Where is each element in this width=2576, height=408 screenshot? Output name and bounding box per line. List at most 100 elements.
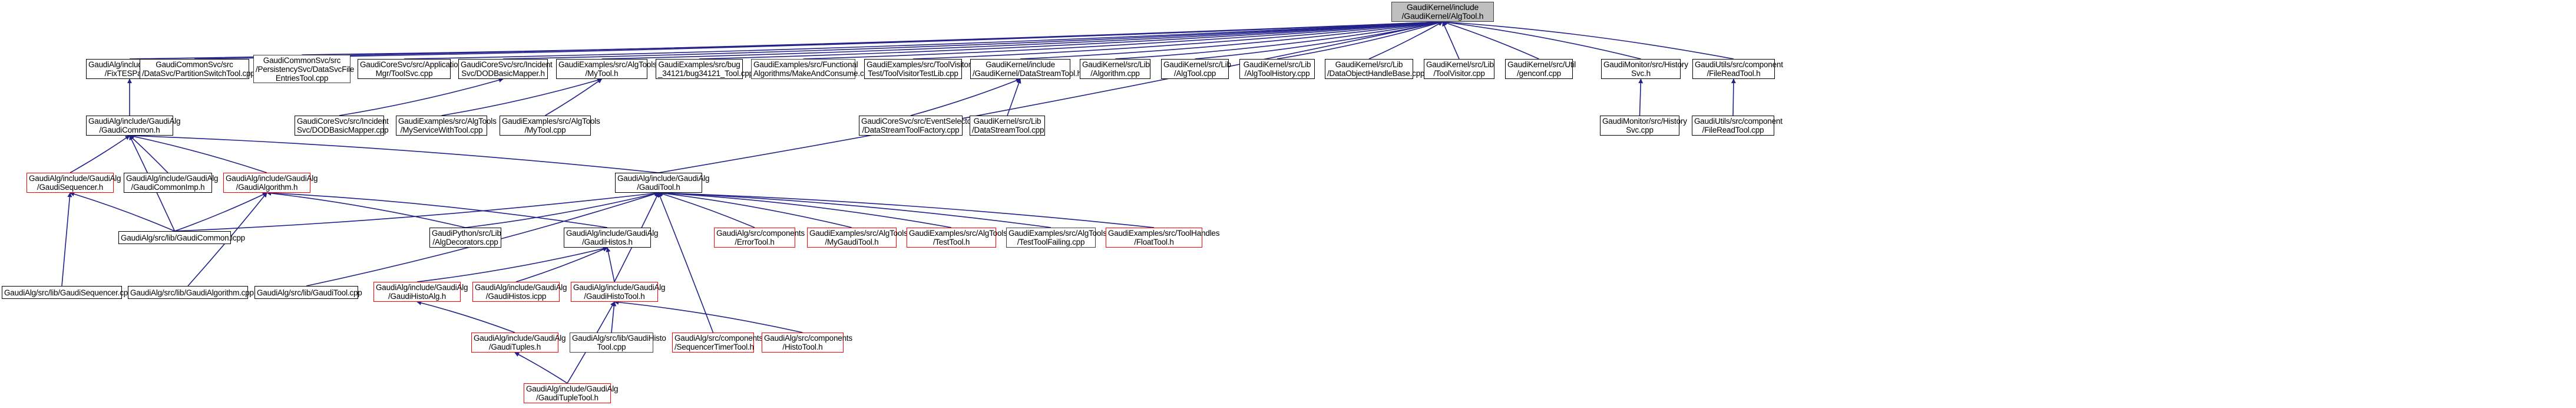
graph-node[interactable]: GaudiAlg/include/GaudiAlg /GaudiTool.h	[615, 173, 710, 193]
graph-edge	[61, 192, 72, 287]
graph-edge	[803, 19, 1443, 60]
graph-node[interactable]: GaudiKernel/src/Util /genconf.cpp	[1505, 59, 1576, 79]
graph-node[interactable]: GaudiKernel/src/Lib /Algorithm.cpp	[1080, 59, 1150, 79]
graph-node-label: GaudiAlg/src/components /SequencerTimerT…	[674, 334, 763, 351]
graph-node[interactable]: GaudiExamples/src/AlgTools /MyTool.cpp	[500, 116, 600, 136]
graph-node[interactable]: GaudiCoreSvc/src/Incident Svc/DODBasicMa…	[458, 59, 553, 79]
graph-node-label: GaudiAlg/src/lib/GaudiHisto Tool.cpp	[572, 334, 666, 351]
graph-node[interactable]: GaudiExamples/src/AlgTools /TestTool.h	[907, 228, 1007, 248]
graph-node-label: GaudiCoreSvc/src/Application Mgr/ToolSvc…	[360, 60, 462, 78]
graph-node[interactable]: GaudiCoreSvc/src/EventSelector /DataStre…	[859, 116, 974, 136]
graph-edge	[129, 134, 267, 173]
graph-node[interactable]: GaudiAlg/include/GaudiAlg /GaudiHistos.h	[564, 228, 659, 248]
graph-node[interactable]: GaudiAlg/src/lib/GaudiTool.cpp	[254, 286, 362, 299]
graph-edge	[416, 300, 515, 333]
graph-node[interactable]: GaudiKernel/include /GaudiKernel/DataStr…	[970, 59, 1082, 79]
graph-node[interactable]: GaudiAlg/src/lib/GaudiHisto Tool.cpp	[570, 333, 666, 353]
graph-node[interactable]: GaudiExamples/src/bug _34121/bug34121_To…	[656, 59, 753, 79]
graph-node[interactable]: GaudiCoreSvc/src/Application Mgr/ToolSvc…	[358, 59, 462, 79]
graph-edge	[545, 78, 603, 116]
graph-node[interactable]: GaudiExamples/src/ToolVisitor Test/ToolV…	[864, 59, 971, 79]
graph-node[interactable]: GaudiKernel/src/Lib /AlgTool.cpp	[1161, 59, 1231, 79]
graph-node[interactable]: GaudiKernel/src/Lib /DataObjectHandleBas…	[1325, 59, 1425, 79]
graph-node[interactable]: GaudiAlg/src/components /HistoTool.h	[762, 333, 852, 353]
graph-node-label: GaudiKernel/src/Lib /AlgToolHistory.cpp	[1243, 60, 1311, 78]
graph-edge	[1277, 21, 1443, 60]
graph-node[interactable]: GaudiAlg/src/lib/GaudiSequencer.cpp	[2, 286, 133, 299]
graph-node-root[interactable]: GaudiKernel/include /GaudiKernel/AlgTool…	[1391, 2, 1494, 22]
graph-node[interactable]: GaudiAlg/include/GaudiAlg /GaudiHistoToo…	[571, 282, 666, 302]
graph-node-label: GaudiKernel/src/Lib /DataStreamTool.cpp	[972, 117, 1044, 134]
graph-node[interactable]: GaudiKernel/src/Lib /ToolVisitor.cpp	[1424, 59, 1494, 79]
graph-node[interactable]: GaudiCommonSvc/src /DataSvc/PartitionSwi…	[140, 59, 255, 79]
graph-edge	[1731, 78, 1736, 116]
graph-node[interactable]: GaudiKernel/src/Lib /AlgToolHistory.cpp	[1239, 59, 1315, 79]
graph-node[interactable]: GaudiUtils/src/component /FileReadTool.c…	[1692, 116, 1783, 136]
graph-node-label: GaudiUtils/src/component /FileReadTool.c…	[1694, 117, 1783, 134]
graph-edge	[1442, 21, 1539, 60]
graph-edge	[606, 247, 615, 282]
graph-node[interactable]: GaudiAlg/include/GaudiAlg /GaudiHistoAlg…	[373, 282, 468, 302]
graph-node-label: GaudiAlg/src/lib/GaudiAlgorithm.cpp	[130, 288, 254, 297]
graph-edge	[194, 19, 1443, 60]
graph-node[interactable]: GaudiAlg/include/GaudiAlg /GaudiAlgorith…	[223, 173, 318, 193]
graph-node[interactable]: GaudiExamples/src/AlgTools /MyServiceWit…	[396, 116, 497, 136]
graph-node[interactable]: GaudiAlg/include/GaudiAlg /GaudiTuples.h	[471, 333, 566, 353]
graph-edge	[1007, 78, 1021, 116]
graph-edge	[912, 19, 1443, 60]
graph-node[interactable]: GaudiExamples/src/AlgTools /TestToolFail…	[1006, 228, 1107, 248]
graph-node-label: GaudiExamples/src/bug _34121/bug34121_To…	[658, 60, 753, 78]
graph-node-label: GaudiAlg/src/lib/GaudiSequencer.cpp	[4, 288, 133, 297]
graph-edge	[441, 78, 603, 116]
graph-node-label: GaudiMonitor/src/History Svc.cpp	[1602, 117, 1687, 134]
graph-edge	[699, 19, 1443, 60]
graph-node[interactable]: GaudiPython/src/Lib /AlgDecorators.cpp	[429, 228, 501, 248]
graph-node[interactable]: GaudiCommonSvc/src /PersistencySvc/DataS…	[253, 55, 354, 83]
graph-edge	[1195, 20, 1443, 60]
graph-node[interactable]: GaudiAlg/src/components /ErrorTool.h	[714, 228, 805, 248]
graph-node-label: GaudiAlg/include/GaudiAlg /GaudiTupleToo…	[526, 384, 619, 402]
graph-edge	[1115, 20, 1443, 60]
graph-edge	[129, 135, 168, 173]
graph-edge	[658, 192, 755, 228]
graph-node[interactable]: GaudiAlg/include/GaudiAlg /GaudiCommon.h	[86, 116, 181, 136]
graph-node[interactable]: GaudiExamples/src/Functional Algorithms/…	[751, 59, 872, 79]
graph-node-label: GaudiAlg/include/GaudiAlg /GaudiHistos.i…	[475, 283, 567, 301]
graph-node[interactable]: GaudiAlg/include/GaudiAlg /GaudiHistos.i…	[472, 282, 567, 302]
graph-node[interactable]: GaudiExamples/src/AlgTools /MyGaudiTool.…	[807, 228, 908, 248]
graph-node[interactable]: GaudiKernel/src/Lib /DataStreamTool.cpp	[970, 116, 1045, 136]
graph-node-label: GaudiAlg/include/GaudiAlg /GaudiCommon.h	[88, 117, 181, 134]
graph-node[interactable]: GaudiExamples/src/ToolHandles /FloatTool…	[1106, 228, 1219, 248]
graph-node-label: GaudiAlg/src/lib/GaudiTool.cpp	[257, 288, 362, 297]
graph-edge	[1020, 19, 1443, 60]
graph-node[interactable]: GaudiMonitor/src/History Svc.cpp	[1600, 116, 1687, 136]
graph-node-label: GaudiExamples/src/AlgTools /MyTool.cpp	[502, 117, 600, 134]
graph-node[interactable]: GaudiMonitor/src/History Svc.h	[1601, 59, 1688, 79]
graph-node-label: GaudiCoreSvc/src/Incident Svc/DODBasicMa…	[297, 117, 389, 134]
graph-node[interactable]: GaudiAlg/src/lib/GaudiAlgorithm.cpp	[128, 286, 254, 299]
graph-edge	[266, 190, 608, 228]
graph-node-label: GaudiAlg/include/GaudiAlg /GaudiHistoToo…	[573, 283, 666, 301]
graph-node[interactable]: GaudiUtils/src/component /FileReadTool.h	[1692, 59, 1783, 79]
graph-node-label: GaudiKernel/src/Lib /Algorithm.cpp	[1082, 60, 1150, 78]
graph-node[interactable]: GaudiCoreSvc/src/Incident Svc/DODBasicMa…	[295, 116, 389, 136]
graph-edge	[339, 78, 504, 116]
graph-node-label: GaudiAlg/include/GaudiAlg /GaudiTuples.h	[474, 334, 566, 351]
graph-node-label: GaudiCoreSvc/src/Incident Svc/DODBasicMa…	[461, 60, 553, 78]
graph-edge	[70, 192, 175, 232]
graph-node[interactable]: GaudiAlg/src/components /SequencerTimerT…	[672, 333, 763, 353]
graph-node[interactable]: GaudiAlg/include/GaudiAlg /GaudiSequence…	[27, 173, 121, 193]
graph-node[interactable]: GaudiAlg/include/GaudiAlg /GaudiTupleToo…	[524, 383, 619, 403]
graph-node-label: GaudiKernel/include /GaudiKernel/AlgTool…	[1401, 2, 1484, 21]
graph-node[interactable]: GaudiExamples/src/AlgTools /MyTool.h	[556, 59, 657, 79]
graph-node[interactable]: GaudiAlg/src/lib/GaudiCommon.icpp	[118, 231, 245, 244]
graph-edge	[514, 352, 568, 384]
graph-node-label: GaudiAlg/include/GaudiAlg /GaudiSequence…	[29, 174, 121, 192]
graph-edge	[1638, 78, 1644, 116]
graph-edge	[266, 190, 466, 228]
graph-node[interactable]: GaudiAlg/include/GaudiAlg /GaudiCommonIm…	[124, 173, 219, 193]
graph-node-label: GaudiAlg/include/GaudiAlg /GaudiCommonIm…	[126, 174, 219, 192]
graph-edge	[1442, 21, 1460, 60]
graph-edge	[658, 20, 1443, 173]
